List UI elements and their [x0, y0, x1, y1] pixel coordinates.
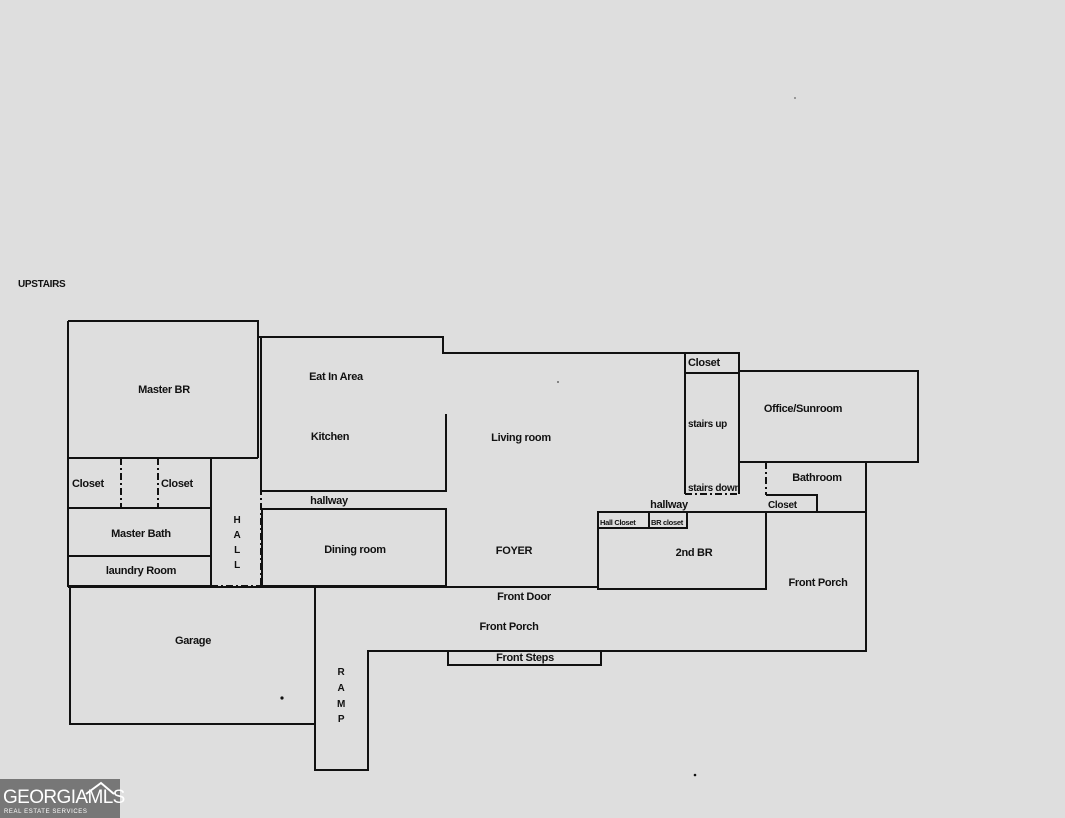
- room-laundry: laundry Room: [106, 565, 177, 577]
- room-foyer: FOYER: [496, 545, 533, 557]
- room-closet-top: Closet: [688, 357, 720, 369]
- room-br-closet: BR closet: [651, 518, 684, 527]
- hall-letter: L: [234, 560, 240, 571]
- stairs-up-label: stairs up: [688, 419, 727, 430]
- room-garage: Garage: [175, 635, 211, 647]
- room-second-br: 2nd BR: [676, 547, 713, 559]
- logo-name: GEORGIAMLS: [3, 787, 125, 808]
- room-hall-closet: Hall Closet: [600, 518, 636, 527]
- ramp-vertical-label: R A M P: [337, 667, 346, 725]
- house-roof-icon: [85, 781, 115, 795]
- hallway-right-label: hallway: [650, 499, 689, 511]
- hallway-left-label: hallway: [310, 495, 349, 507]
- hall-vertical-label: H A L L: [234, 515, 241, 571]
- room-bathroom: Bathroom: [792, 472, 842, 484]
- hall-letter: H: [234, 515, 241, 526]
- front-steps-label: Front Steps: [496, 652, 554, 664]
- room-office-sunroom: Office/Sunroom: [764, 403, 843, 415]
- speck: [280, 696, 284, 700]
- room-living-room: Living room: [491, 432, 551, 444]
- doorways: [69, 320, 767, 676]
- ramp-letter: R: [338, 667, 346, 678]
- room-closet-right: Closet: [161, 478, 193, 490]
- ramp-letter: M: [337, 699, 345, 710]
- floor-heading: UPSTAIRS: [18, 279, 66, 290]
- logo-tagline: REAL ESTATE SERVICES: [4, 809, 88, 815]
- speck: [693, 773, 697, 777]
- walls: [67, 320, 919, 771]
- room-closet-left: Closet: [72, 478, 104, 490]
- room-kitchen: Kitchen: [311, 431, 350, 443]
- room-front-porch-right: Front Porch: [788, 577, 848, 589]
- speck: [557, 381, 559, 383]
- room-master-br: Master BR: [138, 384, 190, 396]
- speck: [794, 97, 796, 99]
- hall-letter: L: [234, 545, 240, 556]
- front-door-label: Front Door: [497, 591, 552, 603]
- ramp-letter: P: [338, 714, 345, 725]
- stairs-down-label: stairs down: [688, 483, 740, 494]
- room-eat-in-area: Eat In Area: [309, 371, 364, 383]
- room-dining-room: Dining room: [324, 544, 386, 556]
- room-master-bath: Master Bath: [111, 528, 171, 540]
- hall-letter: A: [234, 530, 241, 541]
- room-front-porch-center: Front Porch: [479, 621, 539, 633]
- ramp-letter: A: [338, 683, 345, 694]
- georgiamls-logo: GEORGIAMLS REAL ESTATE SERVICES: [0, 779, 125, 818]
- room-closet-small: Closet: [768, 500, 798, 511]
